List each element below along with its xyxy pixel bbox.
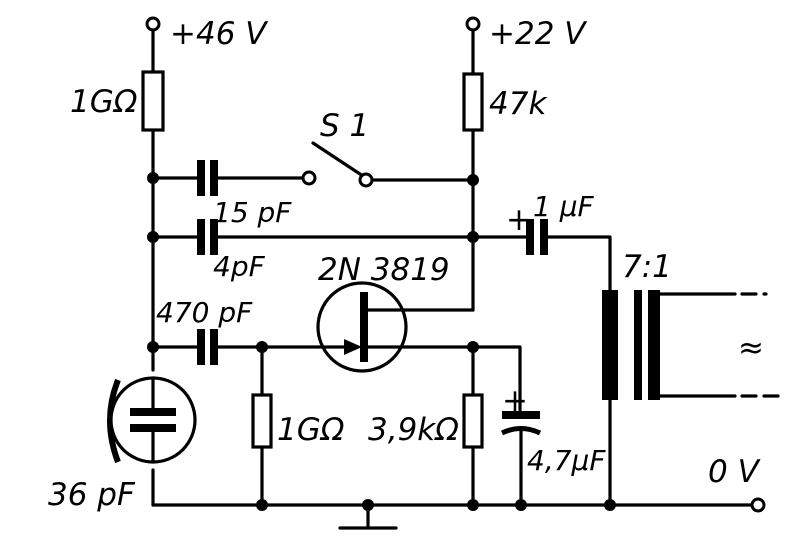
supply-46v-terminal: +46 V [145,16,269,52]
capacitor-470pf-label: 470 pF [156,296,253,329]
resistor-47k: 47k [462,72,547,132]
capacitor-15pf: 15 pF [151,160,317,229]
supply-22v-terminal: +22 V [465,16,588,52]
source-node-wires [403,345,522,412]
capacitor-4pf: 4pF [151,219,475,283]
capacitor-4pf-label: 4pF [213,250,266,283]
resistor-1gohm-gate: 1GΩ [251,345,345,507]
supply-22v-label: +22 V [489,16,588,52]
capacitor-470pf: 470 pF [151,296,325,365]
resistor-3k9-label: 3,9kΩ [368,412,459,448]
resistor-1gohm-top-label: 1GΩ [70,84,138,120]
transformer-ratio-label: 7:1 [622,249,672,285]
resistor-1gohm-top: 1GΩ [70,70,165,132]
switch-s1-label: S 1 [320,108,369,144]
capacitor-4u7-label: 4,7μF [527,444,606,477]
jfet-2n3819: 2N 3819 [316,252,450,373]
jfet-label: 2N 3819 [318,252,450,288]
ground-0v-label: 0 V [708,454,762,490]
resistor-47k-label: 47k [489,86,547,122]
capacitor-1uf: + 1 μF [471,190,612,292]
capacitor-1uf-label: 1 μF [533,190,595,223]
microphone-capsule-36pf: 36 pF [48,376,197,513]
ground-rail: 0 V [151,454,766,530]
junction-dots [147,172,616,511]
capacitor-15pf-label: 15 pF [213,196,292,229]
capacitor-1uf-plus: + [506,202,532,238]
resistor-1gohm-gate-label: 1GΩ [277,412,345,448]
ac-output-symbol: ≈ [738,330,764,366]
transformer-7to1: 7:1 ≈ [602,249,788,507]
capacitor-4u7-plus: + [502,383,528,419]
capacitor-36pf-label: 36 pF [48,477,136,513]
capacitor-4u7: + 4,7μF [500,383,606,507]
switch-s1[interactable]: S 1 [311,108,475,188]
supply-46v-label: +46 V [170,16,269,52]
resistor-3k9: 3,9kΩ [368,393,484,507]
drain-rail-wires [403,28,475,312]
